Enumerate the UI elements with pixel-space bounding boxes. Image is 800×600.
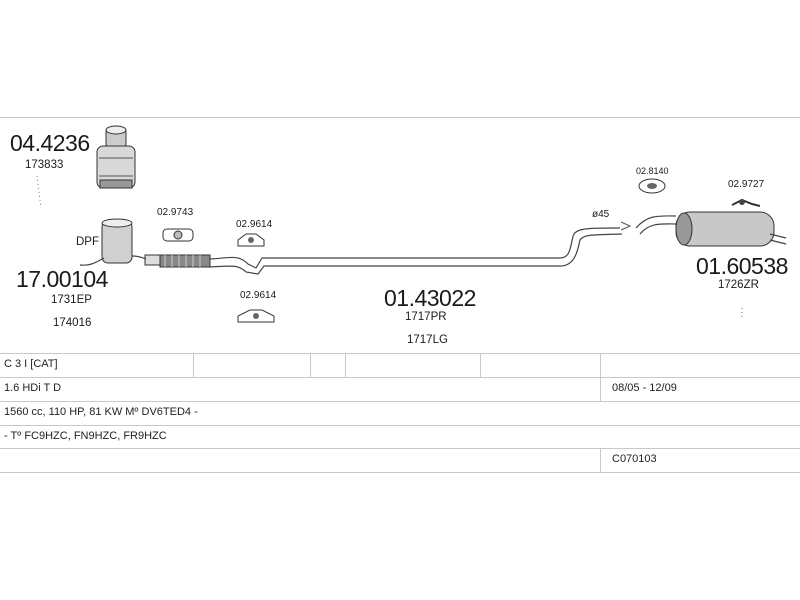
diameter-label: ø45 xyxy=(592,209,610,220)
dpf-label: DPF xyxy=(76,236,99,248)
rear-silencer-part[interactable] xyxy=(675,211,787,247)
mid-pipe-ref1: 1717PR xyxy=(405,311,447,323)
hanger-1-part[interactable] xyxy=(237,233,265,247)
dpf-main-ref2: 174016 xyxy=(53,317,92,329)
rear-silencer-ref: 1726ZR xyxy=(718,279,759,291)
gasket-code: 02.8140 xyxy=(636,166,669,176)
table-row: 1560 cc, 110 HP, 81 KW Mº DV6TED4 - xyxy=(0,401,800,425)
mid-pipe-code: 01.43022 xyxy=(384,285,476,311)
hanger-2-part[interactable] xyxy=(237,309,275,323)
clamp-part[interactable] xyxy=(162,228,194,242)
dpf-top-part[interactable] xyxy=(96,125,136,189)
table-row: C 3 I [CAT] xyxy=(0,353,800,377)
rear-silencer-code: 01.60538 xyxy=(696,253,788,279)
row-2-left: 1.6 HDi T D xyxy=(4,382,62,394)
exhaust-diagram: 04.4236 173833 DPF 17.00104 1731EP 17401… xyxy=(0,118,800,353)
table-row: 1.6 HDi T D 08/05 - 12/09 xyxy=(0,377,800,401)
hanger-1-code: 02.9614 xyxy=(236,219,273,230)
dpf-top-ref: 173833 xyxy=(25,159,64,171)
top-divider xyxy=(0,117,800,118)
row-1-left: C 3 I [CAT] xyxy=(4,358,58,370)
hanger-3-part[interactable] xyxy=(731,198,761,207)
dpf-main-code: 17.00104 xyxy=(16,266,108,292)
dpf-main-ref1: 1731EP xyxy=(51,294,92,306)
row-3-left: 1560 cc, 110 HP, 81 KW Mº DV6TED4 - xyxy=(4,406,198,418)
table-row: C070103 xyxy=(0,448,800,473)
vehicle-info-table: C 3 I [CAT] 1.6 HDi T D 08/05 - 12/09 15… xyxy=(0,353,800,473)
clamp-code: 02.9743 xyxy=(157,207,194,218)
hanger-2-code: 02.9614 xyxy=(240,290,277,301)
gasket-part[interactable] xyxy=(638,178,666,194)
table-row: - Tº FC9HZC, FN9HZC, FR9HZC xyxy=(0,425,800,448)
mid-pipe-ref2: 1717LG xyxy=(407,334,448,346)
row-4-left: - Tº FC9HZC, FN9HZC, FR9HZC xyxy=(4,430,167,442)
dpf-top-code: 04.4236 xyxy=(10,130,90,156)
dpf-main-part[interactable] xyxy=(79,218,161,266)
row-2-right: 08/05 - 12/09 xyxy=(612,382,677,394)
row-5-right: C070103 xyxy=(612,453,657,465)
exhaust-drawing xyxy=(36,125,787,323)
mid-pipe[interactable] xyxy=(209,227,621,269)
flex-pipe xyxy=(159,254,211,268)
hanger-3-code: 02.9727 xyxy=(728,179,765,190)
